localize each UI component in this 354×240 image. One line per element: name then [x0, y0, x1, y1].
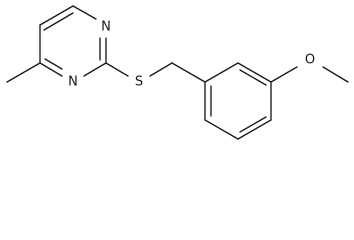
bond-s-ch2 [149, 62, 173, 77]
bond-c6-c5-inner [43, 12, 74, 31]
bond-c4-n3-outer [39, 62, 63, 77]
bond-c6-c5-outer [39, 5, 74, 26]
bond-ch2-aryl [171, 62, 206, 83]
bond-b5-o [270, 66, 298, 83]
atom-label-o: O [305, 53, 315, 68]
bond-c4-methyl [6, 62, 41, 83]
bond-c4-n3-inner [44, 58, 63, 70]
benzene-ring [204, 62, 272, 140]
bond-b3-b4 [237, 119, 272, 140]
bond-n3-c2 [83, 62, 107, 77]
bond-b6-b1 [204, 62, 239, 83]
bond-b5-b6-inner [239, 69, 267, 86]
chemical-structure-drawing: N N S O [6, 5, 349, 140]
bond-o-methyl [322, 66, 349, 83]
bond-n1-c6 [72, 5, 97, 20]
bond-b3-b4-inner [239, 116, 267, 133]
pyrimidine-ring [39, 5, 107, 77]
atom-label-n1: N [101, 20, 111, 35]
bond-b5-b6 [237, 62, 272, 83]
bond-b2-b3 [204, 119, 239, 140]
atom-label-n3: N [68, 75, 78, 90]
bond-c2-s [105, 62, 129, 77]
atom-label-s: S [135, 75, 143, 90]
